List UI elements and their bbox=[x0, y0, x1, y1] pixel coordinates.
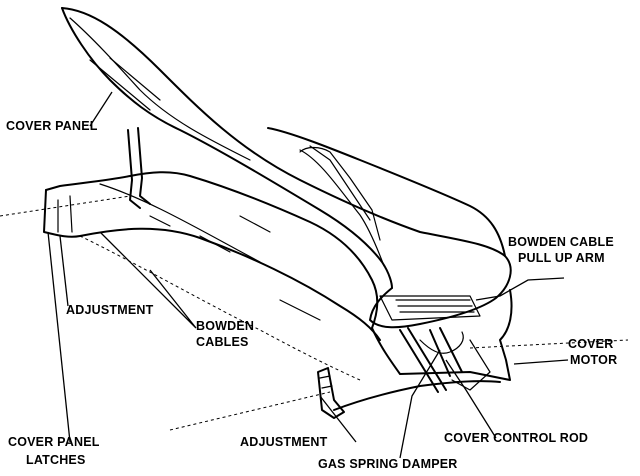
label-bowden-line1: BOWDEN bbox=[196, 319, 254, 333]
reference-lines bbox=[0, 195, 629, 431]
label-cables-line2: CABLES bbox=[196, 335, 249, 349]
label-adjustment-left: ADJUSTMENT bbox=[66, 303, 154, 317]
storage-tray-drawing bbox=[43, 171, 513, 419]
label-bowden-cable-line1: BOWDEN CABLE bbox=[508, 235, 614, 249]
label-cover-panel: COVER PANEL bbox=[6, 119, 98, 133]
cover-panel-drawing bbox=[61, 7, 512, 329]
label-cover-panel-latches-line1: COVER PANEL bbox=[8, 435, 100, 449]
label-cover-control-rod: COVER CONTROL ROD bbox=[444, 431, 588, 445]
leader-lines bbox=[47, 91, 569, 459]
label-adjustment-bottom: ADJUSTMENT bbox=[240, 435, 328, 449]
label-motor-line2: MOTOR bbox=[570, 353, 617, 367]
label-latches-line2: LATCHES bbox=[26, 453, 86, 467]
label-cover-line1: COVER bbox=[568, 337, 613, 351]
label-gas-spring-damper: GAS SPRING DAMPER bbox=[318, 457, 458, 471]
label-pull-up-arm-line2: PULL UP ARM bbox=[518, 251, 605, 265]
